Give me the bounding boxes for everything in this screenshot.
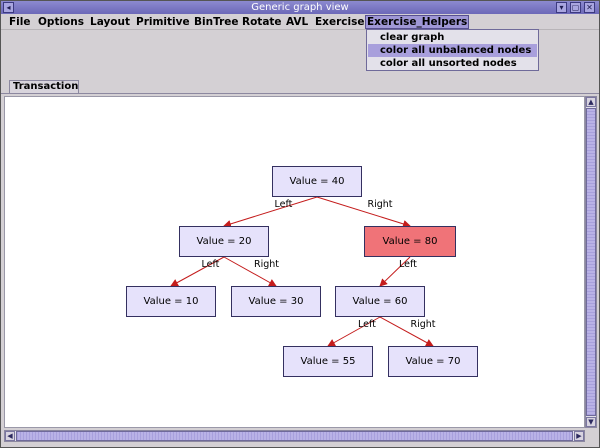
- window-title: Generic graph view: [251, 2, 349, 13]
- vertical-scroll-thumb[interactable]: [586, 108, 596, 416]
- menu-clear-graph[interactable]: clear graph: [380, 32, 445, 43]
- maximize-icon[interactable]: ▢: [570, 2, 581, 13]
- tree-edge-n60-n70: [379, 316, 434, 347]
- exercise-helpers-dropdown: clear graph color all unbalanced nodes c…: [366, 29, 539, 71]
- tree-edge-n40-n20: [223, 196, 318, 228]
- tab-divider: [1, 93, 599, 94]
- menu-color-unsorted-nodes[interactable]: color all unsorted nodes: [380, 58, 517, 69]
- tree-edge-n20-n10: [170, 256, 225, 287]
- edge-label: Right: [254, 258, 280, 270]
- minimize-icon[interactable]: ▾: [556, 2, 567, 13]
- scroll-left-icon[interactable]: ◀: [5, 431, 15, 441]
- menu-bintree[interactable]: BinTree: [194, 16, 239, 28]
- tree-node-n60[interactable]: Value = 60: [335, 286, 425, 317]
- tree-node-n30[interactable]: Value = 30: [231, 286, 321, 317]
- tree-edge-n80-n60: [379, 256, 411, 287]
- menu-exercise[interactable]: Exercise: [315, 16, 365, 28]
- tab-transaction[interactable]: Transaction: [9, 80, 79, 93]
- menu-file[interactable]: File: [9, 16, 31, 28]
- menu-primitive[interactable]: Primitive: [136, 16, 190, 28]
- tree-node-n20[interactable]: Value = 20: [179, 226, 269, 257]
- title-bar[interactable]: ◂ Generic graph view ▾ ▢ ✕: [1, 1, 599, 14]
- tree-node-n40[interactable]: Value = 40: [272, 166, 362, 197]
- horizontal-scroll-thumb[interactable]: [16, 431, 573, 441]
- tree-edge-n40-n80: [316, 196, 411, 228]
- tree-edges: [170, 196, 434, 347]
- tree-edge-n20-n30: [223, 256, 277, 287]
- edge-label: Left: [358, 318, 376, 330]
- scroll-up-icon[interactable]: ▲: [586, 97, 596, 107]
- menu-bar: File Options Layout Primitive BinTree Ro…: [1, 14, 599, 30]
- tree-node-n80[interactable]: Value = 80: [364, 226, 456, 257]
- menu-color-unbalanced-nodes[interactable]: color all unbalanced nodes: [368, 44, 537, 57]
- tree-node-n70[interactable]: Value = 70: [388, 346, 478, 377]
- edge-label: Right: [367, 198, 393, 210]
- tree-edge-n60-n55: [327, 316, 381, 347]
- menu-options[interactable]: Options: [38, 16, 84, 28]
- horizontal-scrollbar[interactable]: ◀ ▶: [4, 430, 585, 442]
- edge-label: Left: [201, 258, 220, 270]
- vertical-scrollbar[interactable]: ▲ ▼: [585, 96, 597, 428]
- menu-exercise-helpers[interactable]: Exercise_Helpers: [365, 15, 470, 29]
- menu-avl[interactable]: AVL: [286, 16, 309, 28]
- menu-layout[interactable]: Layout: [90, 16, 131, 28]
- tree-node-n10[interactable]: Value = 10: [126, 286, 216, 317]
- scroll-right-icon[interactable]: ▶: [574, 431, 584, 441]
- tree-node-n55[interactable]: Value = 55: [283, 346, 373, 377]
- scrollbar-corner: [585, 430, 597, 442]
- edge-label: Right: [410, 318, 436, 330]
- scroll-down-icon[interactable]: ▼: [586, 417, 596, 427]
- window-menu-icon[interactable]: ◂: [3, 2, 14, 13]
- menu-rotate[interactable]: Rotate: [242, 16, 282, 28]
- edge-label: Left: [399, 258, 417, 270]
- edge-label: Left: [274, 198, 293, 210]
- close-icon[interactable]: ✕: [584, 2, 595, 13]
